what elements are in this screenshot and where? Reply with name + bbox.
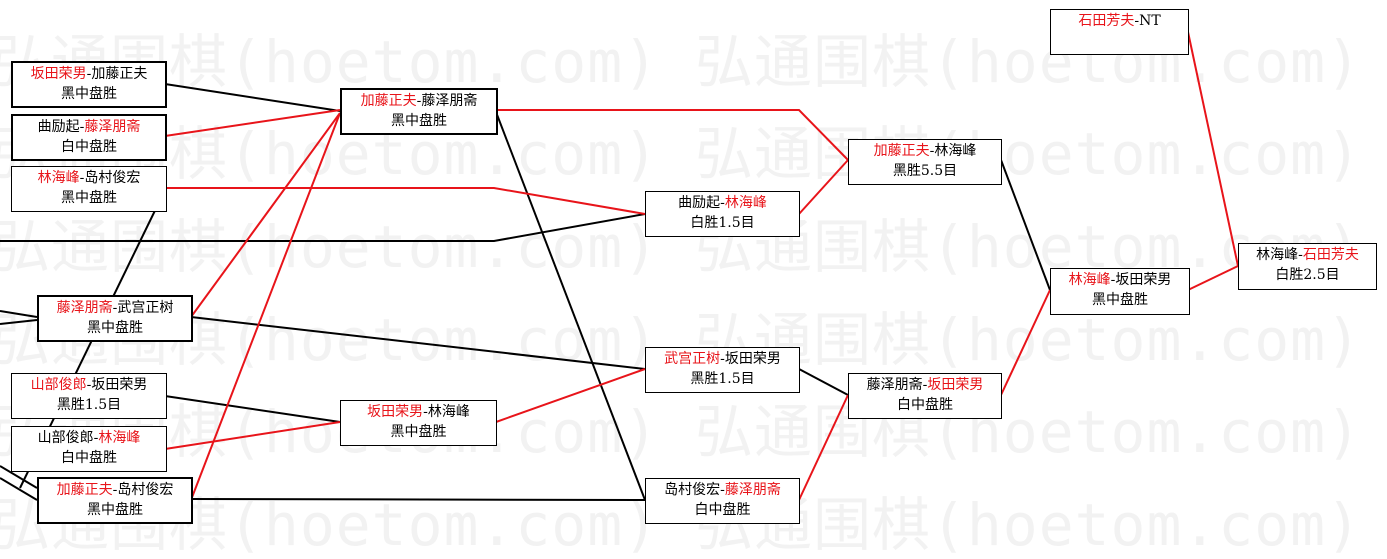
player-1: 武宫正树 xyxy=(664,351,721,367)
bracket-line xyxy=(164,83,341,112)
match-box[interactable]: 山部俊郎-林海峰 白中盘胜 xyxy=(11,426,167,472)
bracket-line xyxy=(0,310,38,318)
player-1: 山部俊郎 xyxy=(30,377,87,393)
match-box[interactable]: 加藤正夫-林海峰 黑胜5.5目 xyxy=(848,139,1002,185)
player-1: 林海峰 xyxy=(1256,247,1299,263)
bracket-line xyxy=(495,111,646,501)
match-box[interactable]: 藤泽朋斋-坂田荣男 白中盘胜 xyxy=(848,373,1002,419)
match-result: 黑胜1.5目 xyxy=(690,371,755,387)
match-box[interactable]: 石田芳夫-NT xyxy=(1050,9,1189,55)
match-result: 白中盘胜 xyxy=(694,502,751,518)
bracket-line xyxy=(1187,31,1239,267)
player-2: 林海峰 xyxy=(724,195,767,211)
match-box[interactable]: 藤泽朋斋-武宫正树 黑中盘胜 xyxy=(37,295,193,342)
match-box[interactable]: 山部俊郎-坂田荣男 黑胜1.5目 xyxy=(11,373,167,419)
match-box[interactable]: 林海峰-岛村俊宏 黑中盘胜 xyxy=(11,166,167,212)
player-2: 林海峰 xyxy=(427,404,470,420)
match-box[interactable]: 林海峰-坂田荣男 黑中盘胜 xyxy=(1050,268,1190,315)
player-1: 曲励起 xyxy=(37,119,80,135)
player-2: 藤泽朋斋 xyxy=(724,482,781,498)
player-2: 岛村俊宏 xyxy=(84,170,141,186)
player-2: 石田芳夫 xyxy=(1302,247,1359,263)
match-result: 黑胜5.5目 xyxy=(892,163,958,179)
player-1: 林海峰 xyxy=(37,170,80,186)
player-1: 曲励起 xyxy=(678,195,721,211)
player-2: 坂田荣男 xyxy=(91,377,148,393)
bracket-line xyxy=(190,112,341,501)
match-box[interactable]: 岛村俊宏-藤泽朋斋 白中盘胜 xyxy=(645,478,800,524)
player-1: 石田芳夫 xyxy=(1078,13,1135,29)
match-box[interactable]: 林海峰-石田芳夫 白胜2.5目 xyxy=(1238,243,1377,290)
bracket-line xyxy=(0,477,38,501)
match-box[interactable]: 曲励起-林海峰 白胜1.5目 xyxy=(645,191,800,237)
player-2: 藤泽朋斋 xyxy=(84,119,141,135)
player-1: 加藤正夫 xyxy=(873,143,930,159)
match-result: 黑中盘胜 xyxy=(87,502,143,518)
player-1: 山部俊郎 xyxy=(37,430,94,446)
player-1: 加藤正夫 xyxy=(56,482,113,498)
bracket-line xyxy=(190,112,341,318)
player-1: 加藤正夫 xyxy=(360,93,417,109)
match-box[interactable]: 加藤正夫-岛村俊宏 黑中盘胜 xyxy=(37,477,193,524)
player-2: 岛村俊宏 xyxy=(117,482,174,498)
match-result: 白中盘胜 xyxy=(61,139,117,155)
match-box[interactable]: 武宫正树-坂田荣男 黑胜1.5目 xyxy=(645,347,800,393)
bracket-lines xyxy=(0,31,1239,501)
player-2: NT xyxy=(1139,13,1161,29)
bracket-line xyxy=(0,465,38,489)
bracket-line xyxy=(0,213,646,242)
bracket-line xyxy=(190,498,646,501)
player-2: 林海峰 xyxy=(98,430,141,446)
match-result: 白中盘胜 xyxy=(61,450,117,466)
match-result: 黑中盘胜 xyxy=(1092,292,1148,308)
match-result: 黑中盘胜 xyxy=(87,320,143,336)
player-2: 加藤正夫 xyxy=(91,66,148,82)
bracket-line xyxy=(496,109,849,161)
player-1: 藤泽朋斋 xyxy=(56,300,113,316)
bracket-line xyxy=(798,368,849,396)
match-box[interactable]: 坂田荣男-加藤正夫 黑中盘胜 xyxy=(11,61,167,108)
player-2: 藤泽朋斋 xyxy=(421,93,478,109)
player-1: 坂田荣男 xyxy=(367,404,424,420)
bracket-line xyxy=(1000,159,1051,291)
bracket-line xyxy=(0,319,38,325)
bracket-line xyxy=(798,394,849,501)
match-box[interactable]: 曲励起-藤泽朋斋 白中盘胜 xyxy=(11,114,167,161)
bracket-line xyxy=(165,187,646,215)
match-result: 黑中盘胜 xyxy=(61,86,117,102)
player-1: 林海峰 xyxy=(1068,272,1111,288)
bracket-line xyxy=(1000,289,1051,396)
match-box[interactable]: 加藤正夫-藤泽朋斋 黑中盘胜 xyxy=(340,88,498,135)
match-result: 白胜2.5目 xyxy=(1275,267,1340,283)
player-1: 岛村俊宏 xyxy=(664,482,721,498)
bracket-line xyxy=(164,421,341,450)
player-2: 武宫正树 xyxy=(117,300,174,316)
bracket-line xyxy=(495,368,646,423)
player-2: 坂田荣男 xyxy=(1115,272,1172,288)
match-result: 黑中盘胜 xyxy=(390,424,447,440)
bracket-line xyxy=(164,395,341,423)
player-1: 坂田荣男 xyxy=(30,66,87,82)
bracket-line xyxy=(1187,265,1239,291)
player-2: 坂田荣男 xyxy=(927,377,984,393)
match-result: 黑中盘胜 xyxy=(391,113,447,129)
match-result: 白中盘胜 xyxy=(897,397,953,413)
match-box[interactable]: 坂田荣男-林海峰 黑中盘胜 xyxy=(340,400,497,446)
player-2: 林海峰 xyxy=(934,143,977,159)
player-1: 藤泽朋斋 xyxy=(866,377,923,393)
bracket-line xyxy=(190,316,646,370)
player-2: 坂田荣男 xyxy=(724,351,781,367)
bracket-line xyxy=(798,159,849,215)
match-result: 黑胜1.5目 xyxy=(56,397,122,413)
match-result: 白胜1.5目 xyxy=(690,215,755,231)
bracket-line xyxy=(164,109,341,137)
match-result: 黑中盘胜 xyxy=(61,190,117,206)
